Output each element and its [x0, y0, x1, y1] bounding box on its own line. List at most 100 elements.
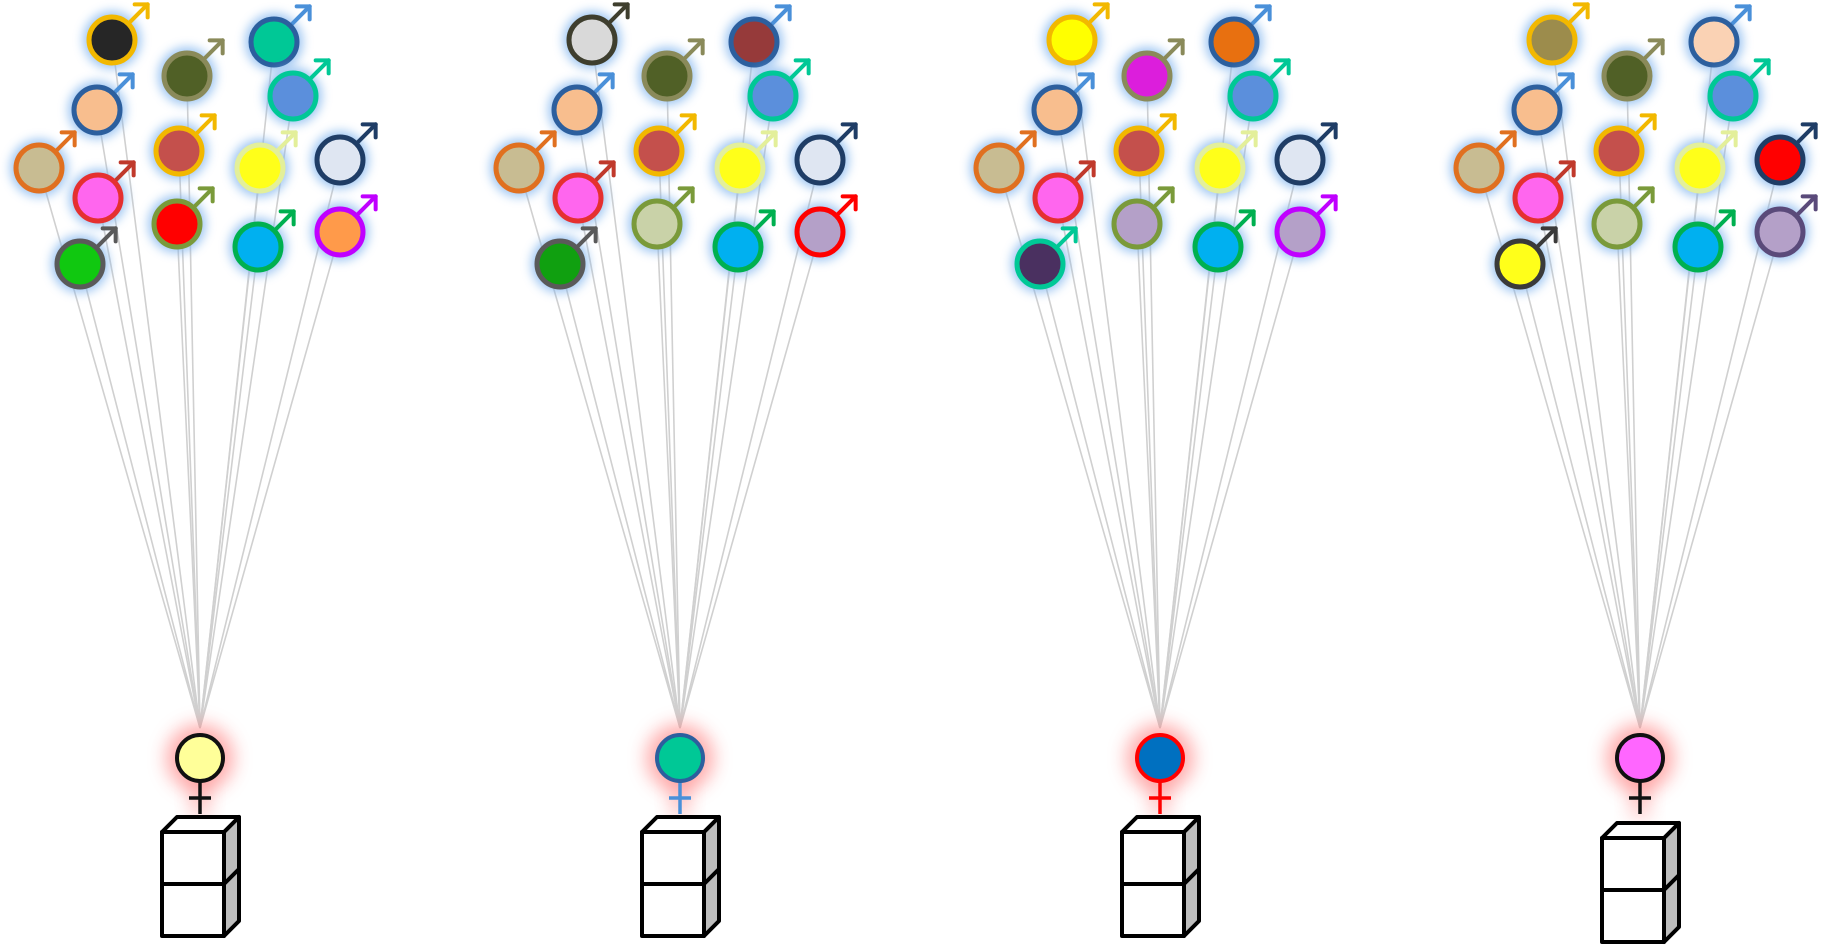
connection-line [1551, 39, 1641, 729]
male-symbol-icon [1509, 160, 1576, 227]
male-symbol-icon [1704, 58, 1771, 125]
male-symbol-icon [725, 4, 792, 71]
male-symbol-icon [1271, 194, 1338, 261]
male-symbol-icon [150, 113, 217, 180]
male-symbol-icon [1751, 122, 1818, 189]
nest-box-icon [1120, 815, 1201, 938]
male-symbol-icon [970, 130, 1037, 197]
male-symbol-icon [711, 130, 778, 197]
male-symbol-icon [1271, 122, 1338, 189]
connection-line [577, 197, 681, 729]
connection-line [1639, 246, 1699, 729]
male-symbol-icon [1508, 72, 1575, 139]
connection-line [1159, 95, 1254, 729]
male-symbol-icon [1224, 58, 1291, 125]
connection-line [1639, 159, 1781, 729]
male-symbol-icon [1028, 72, 1095, 139]
connection-line [679, 231, 821, 729]
male-symbol-icon [630, 113, 697, 180]
male-symbol-icon [229, 209, 296, 276]
male-symbol-icon [1205, 4, 1272, 71]
male-symbol-icon [1043, 2, 1110, 69]
male-symbol-icon [1671, 130, 1738, 197]
male-symbol-icon [1523, 2, 1590, 69]
male-symbol-icon [69, 160, 136, 227]
connection-line [1039, 263, 1161, 729]
connection-lines [998, 39, 1301, 729]
male-symbol-icon [1669, 209, 1736, 276]
connection-line [1071, 39, 1161, 729]
male-symbol-icon [68, 72, 135, 139]
male-symbol-icon [638, 38, 705, 105]
connection-line [1639, 95, 1734, 729]
male-symbol-icon [548, 72, 615, 139]
connection-line [1639, 231, 1781, 729]
nest-box-icon [1600, 821, 1681, 944]
connection-line [666, 75, 681, 729]
male-symbol-icon [1118, 38, 1185, 105]
male-symbol-icon [1189, 209, 1256, 276]
male-symbol-icon [490, 130, 557, 197]
family-panel [10, 2, 378, 938]
connection-line [1159, 231, 1301, 729]
male-symbol-icon [563, 2, 630, 69]
connection-line [591, 39, 681, 729]
male-symbol-icon [628, 186, 695, 253]
connection-line [1626, 75, 1641, 729]
male-symbol-icon [531, 226, 598, 293]
connection-line [176, 223, 201, 729]
male-symbol-icon [1588, 186, 1655, 253]
male-symbol-icon [1491, 226, 1558, 293]
connection-line [1519, 263, 1641, 729]
connection-line [199, 246, 259, 729]
connection-line [1616, 223, 1641, 729]
male-symbol-icon [51, 226, 118, 293]
male-symbol-icon [245, 4, 312, 71]
male-symbol-icon [231, 130, 298, 197]
male-symbol-icon [549, 160, 616, 227]
male-symbol-icon [1751, 194, 1818, 261]
male-symbol-icon [311, 122, 378, 189]
connection-line [1146, 75, 1161, 729]
male-symbol-icon [148, 186, 215, 253]
male-symbol-icon [791, 194, 858, 261]
male-symbol-icon [1108, 186, 1175, 253]
male-symbol-icon [1191, 130, 1258, 197]
male-symbol-icon [1598, 38, 1665, 105]
female-symbol-icon [166, 724, 234, 818]
male-symbol-icon [158, 38, 225, 105]
family-panel [970, 2, 1338, 938]
connection-line [679, 246, 739, 729]
connection-line [1159, 159, 1301, 729]
connection-line [186, 75, 201, 729]
male-symbol-icon [1011, 226, 1078, 293]
male-symbol-icon [311, 194, 378, 261]
connection-line [656, 223, 681, 729]
male-symbol-icon [1590, 113, 1657, 180]
male-symbol-icon [791, 122, 858, 189]
connection-line [199, 159, 341, 729]
connection-line [679, 159, 821, 729]
male-symbol-icon [709, 209, 776, 276]
connection-line [679, 95, 774, 729]
female-symbol-icon [1606, 724, 1674, 818]
connection-line [559, 263, 681, 729]
male-symbol-icon [264, 58, 331, 125]
male-symbol-icon [83, 2, 150, 69]
family-panel [490, 2, 858, 938]
nest-box-icon [640, 815, 721, 938]
connection-line [1537, 197, 1641, 729]
connection-line [97, 197, 201, 729]
family-panel [1450, 2, 1818, 944]
male-symbol-icon [1110, 113, 1177, 180]
male-symbol-icon [10, 130, 77, 197]
male-symbol-icon [1029, 160, 1096, 227]
connection-line [79, 263, 201, 729]
female-symbol-icon [646, 724, 714, 818]
connection-line [111, 39, 201, 729]
male-symbol-icon [1685, 4, 1752, 71]
male-symbol-icon [744, 58, 811, 125]
nest-box-icon [160, 815, 241, 938]
connection-line [1136, 223, 1161, 729]
